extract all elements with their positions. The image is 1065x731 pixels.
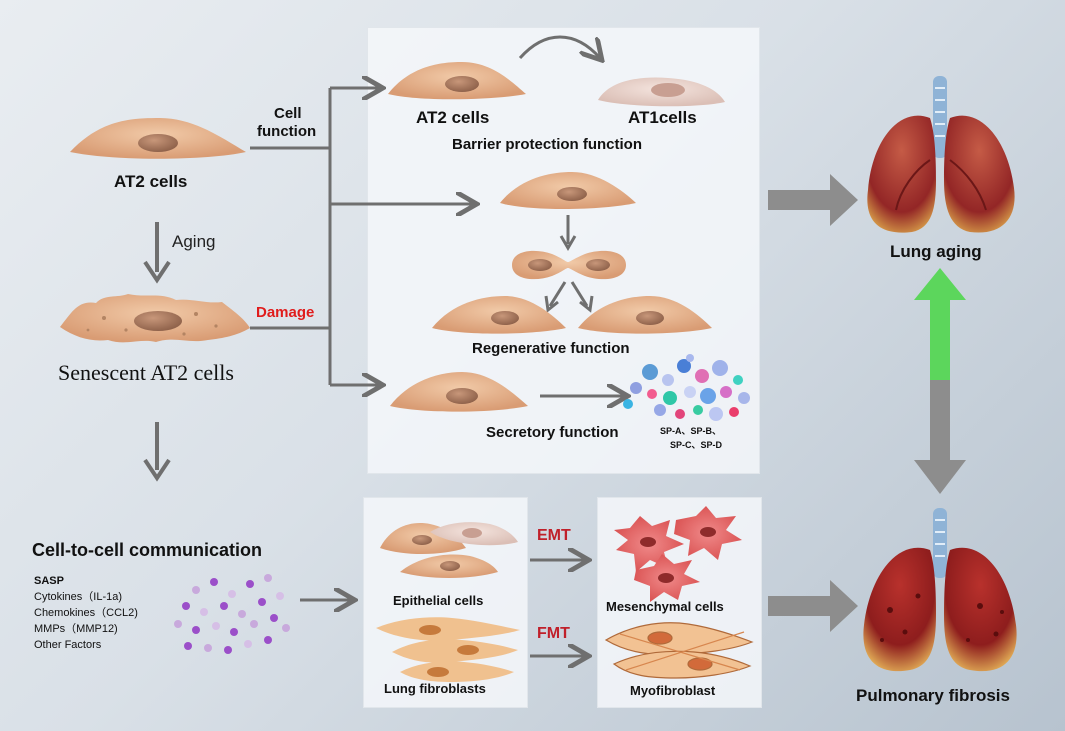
aging-label: Aging	[172, 232, 216, 251]
daughter-cell-left	[432, 296, 566, 334]
aging-arrow	[143, 222, 171, 284]
daughter-cell-right	[578, 296, 712, 334]
sasp-item: Other Factors	[34, 639, 102, 651]
sp-line1-label: SP-A、SP-B、	[660, 426, 722, 436]
lung-fibroblasts-image	[376, 617, 520, 682]
at2-cell-left	[70, 118, 246, 159]
cell-to-cell-label: Cell-to-cell communication	[32, 540, 263, 560]
green-bidirectional-arrow	[914, 268, 966, 494]
lung-fibroblasts-label: Lung fibroblasts	[384, 681, 486, 696]
lung-aging-label: Lung aging	[890, 242, 982, 261]
fmt-label: FMT	[537, 625, 570, 642]
barrier-protection-label: Barrier protection function	[452, 136, 643, 153]
regenerative-label: Regenerative function	[472, 340, 630, 357]
sasp-particles	[174, 574, 290, 654]
pulmonary-fibrosis-image	[863, 508, 1017, 672]
at2-cells-left-label: AT2 cells	[114, 172, 188, 191]
pulmonary-fibrosis-label: Pulmonary fibrosis	[856, 686, 1010, 705]
sasp-item: Cytokines（IL-1a)	[34, 591, 123, 603]
regen-arrows-split	[544, 281, 594, 313]
epithelial-cells-image	[380, 522, 518, 578]
secretory-cell	[390, 372, 528, 412]
secretory-label: Secretory function	[486, 424, 619, 441]
surfactant-particles	[623, 354, 750, 421]
sasp-title: SASP	[34, 575, 64, 587]
at2-to-at1-arrow	[518, 35, 600, 58]
myofibroblast-label: Myofibroblast	[630, 683, 716, 698]
epithelial-cells-label: Epithelial cells	[393, 593, 484, 608]
arrow-to-pulmonary-fibrosis	[768, 580, 858, 632]
at2-cells-top-label: AT2 cells	[416, 108, 490, 127]
at1-cell	[598, 77, 725, 107]
regenerating-cell	[500, 172, 636, 210]
sasp-item: MMPs（MMP12)	[34, 623, 118, 635]
damage-label: Damage	[256, 304, 315, 321]
emt-label: EMT	[537, 527, 571, 544]
regen-arrow-1	[559, 215, 577, 251]
sasp-list: SASP Cytokines（IL-1a) Chemokines（CCL2) M…	[34, 573, 138, 653]
cell-function-label-line1: Cell	[274, 105, 302, 122]
at1-cells-label: AT1cells	[628, 108, 697, 127]
arrow-to-lung-aging	[768, 174, 858, 226]
sp-line2-label: SP-C、SP-D	[670, 440, 723, 450]
sasp-item: Chemokines（CCL2)	[34, 607, 138, 619]
branch-connectors	[250, 88, 474, 385]
mesenchymal-cells-label: Mesenchymal cells	[606, 599, 724, 614]
mesenchymal-cells-image	[614, 506, 742, 602]
lung-aging-image	[867, 76, 1015, 233]
senescent-at2-label: Senescent AT2 cells	[58, 360, 234, 385]
senescent-at2-cell	[60, 294, 250, 343]
cell-function-label-line2: function	[257, 123, 317, 140]
myofibroblast-image	[604, 622, 754, 679]
at2-cell-top	[388, 62, 526, 100]
dividing-cell	[512, 250, 626, 280]
communication-arrow	[143, 422, 171, 482]
